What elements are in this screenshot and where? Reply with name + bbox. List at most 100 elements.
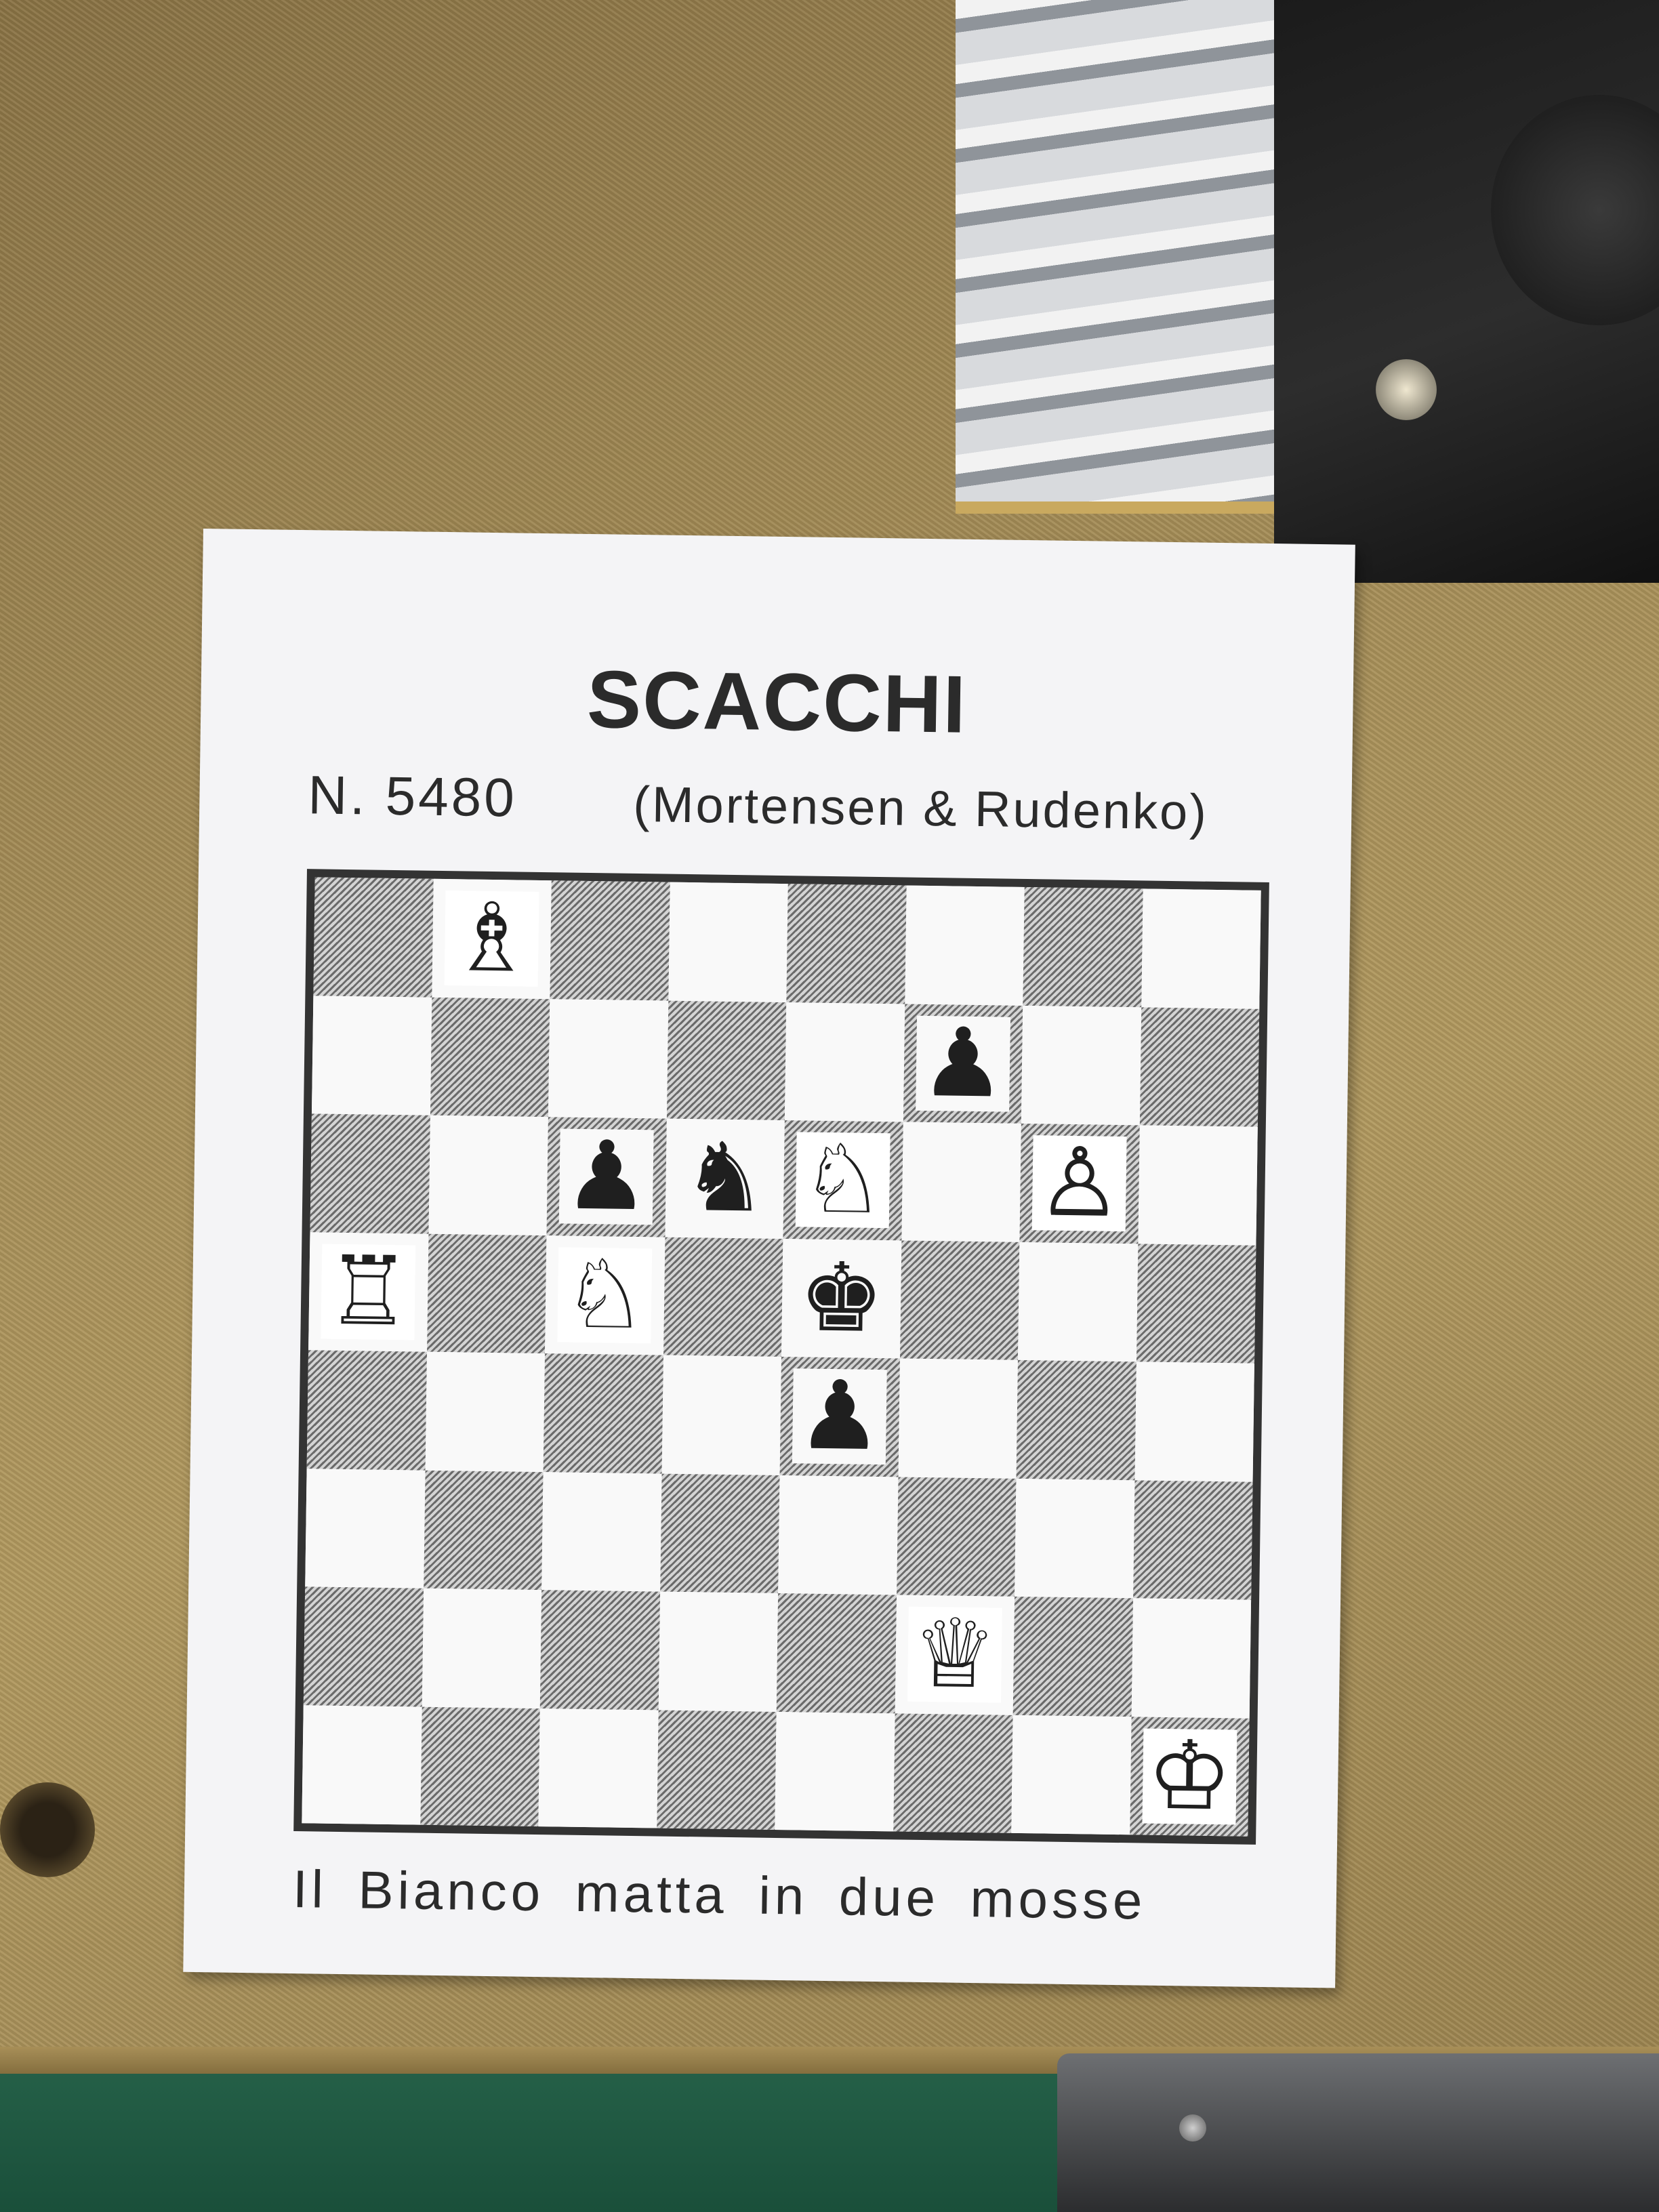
black-king-icon: ♚ bbox=[781, 1239, 901, 1359]
square-b3 bbox=[423, 1470, 544, 1591]
piece-glyph: ♘ bbox=[557, 1239, 653, 1351]
white-bishop-icon: ♗ bbox=[432, 879, 552, 999]
piece-glyph: ♕ bbox=[907, 1599, 1002, 1711]
square-f2: ♕ bbox=[895, 1595, 1015, 1715]
piece-glyph: ♔ bbox=[1142, 1720, 1237, 1832]
square-a7 bbox=[311, 995, 432, 1115]
square-f8 bbox=[904, 885, 1025, 1006]
square-h1: ♔ bbox=[1129, 1716, 1250, 1837]
problem-authors: (Mortensen & Rudenko) bbox=[632, 775, 1209, 840]
square-f6 bbox=[901, 1122, 1021, 1242]
square-g3 bbox=[1015, 1478, 1135, 1599]
black-pawn-icon: ♟ bbox=[780, 1357, 900, 1477]
screw-icon bbox=[1376, 359, 1437, 420]
piece-glyph: ♖ bbox=[321, 1235, 416, 1347]
square-e2 bbox=[776, 1593, 897, 1713]
square-h2 bbox=[1131, 1598, 1252, 1719]
square-d6: ♞ bbox=[664, 1118, 785, 1239]
square-d1 bbox=[656, 1710, 777, 1830]
square-h4 bbox=[1134, 1361, 1254, 1482]
square-g4 bbox=[1016, 1359, 1136, 1480]
square-b5 bbox=[426, 1233, 547, 1354]
square-c8 bbox=[550, 880, 670, 1001]
piece-glyph: ♙ bbox=[1032, 1128, 1127, 1239]
square-g5 bbox=[1017, 1242, 1138, 1362]
square-b2 bbox=[422, 1588, 542, 1708]
square-a4 bbox=[306, 1350, 427, 1471]
square-e4: ♟ bbox=[779, 1357, 900, 1477]
white-king-icon: ♔ bbox=[1130, 1717, 1250, 1837]
square-e7 bbox=[784, 1002, 905, 1122]
problem-caption: Il Bianco matta in due mosse bbox=[292, 1859, 1147, 1931]
metal-clamp bbox=[1057, 2053, 1659, 2212]
square-f7: ♟ bbox=[903, 1004, 1023, 1124]
white-rook-icon: ♖ bbox=[308, 1232, 428, 1352]
square-h3 bbox=[1132, 1479, 1253, 1600]
piece-glyph: ♘ bbox=[796, 1124, 890, 1235]
square-f3 bbox=[896, 1476, 1017, 1597]
square-c1 bbox=[538, 1708, 659, 1828]
chess-diagram: ♗♟♟♞♘♙♖♘♚♟♕♔ bbox=[293, 869, 1269, 1845]
square-a3 bbox=[305, 1468, 426, 1589]
square-e8 bbox=[786, 884, 907, 1004]
square-c7 bbox=[548, 998, 668, 1119]
square-d8 bbox=[668, 882, 788, 1002]
problem-number: N. 5480 bbox=[307, 764, 518, 828]
fan-hub bbox=[1491, 95, 1659, 325]
square-h6 bbox=[1137, 1125, 1258, 1246]
square-b4 bbox=[425, 1351, 546, 1472]
square-d5 bbox=[663, 1237, 783, 1357]
square-e3 bbox=[778, 1475, 899, 1595]
square-f4 bbox=[898, 1358, 1018, 1479]
black-pawn-icon: ♟ bbox=[546, 1117, 666, 1237]
square-a1 bbox=[302, 1704, 422, 1825]
square-e6: ♘ bbox=[783, 1120, 903, 1240]
square-d2 bbox=[658, 1591, 779, 1712]
square-b7 bbox=[430, 997, 550, 1118]
square-e5: ♚ bbox=[781, 1238, 901, 1359]
white-knight-icon: ♘ bbox=[783, 1120, 903, 1240]
heatsink bbox=[956, 0, 1335, 514]
square-c6: ♟ bbox=[546, 1117, 667, 1237]
square-f1 bbox=[893, 1713, 1013, 1833]
square-d3 bbox=[659, 1473, 780, 1593]
square-c2 bbox=[539, 1590, 660, 1711]
square-c5: ♘ bbox=[545, 1235, 665, 1355]
piece-glyph: ♗ bbox=[444, 882, 539, 994]
piece-glyph: ♟ bbox=[792, 1361, 887, 1472]
square-g8 bbox=[1023, 886, 1143, 1007]
chess-problem-card: SCACCHI N. 5480 (Mortensen & Rudenko) ♗ ♟… bbox=[183, 529, 1355, 1988]
card-title: SCACCHI bbox=[586, 653, 968, 750]
square-a5: ♖ bbox=[308, 1231, 429, 1352]
square-c3 bbox=[541, 1471, 662, 1592]
white-queen-icon: ♕ bbox=[895, 1595, 1015, 1715]
square-a8 bbox=[313, 877, 434, 998]
square-a6 bbox=[310, 1113, 430, 1234]
square-f5 bbox=[899, 1240, 1020, 1360]
square-h5 bbox=[1136, 1243, 1256, 1364]
square-h8 bbox=[1141, 888, 1261, 1009]
square-b6 bbox=[428, 1115, 548, 1235]
square-g7 bbox=[1021, 1005, 1141, 1126]
square-b8: ♗ bbox=[431, 878, 552, 999]
white-knight-icon: ♘ bbox=[545, 1235, 665, 1355]
square-h7 bbox=[1139, 1006, 1260, 1127]
black-pawn-icon: ♟ bbox=[903, 1004, 1023, 1124]
square-g2 bbox=[1012, 1596, 1133, 1717]
piece-glyph: ♚ bbox=[794, 1242, 889, 1354]
piece-glyph: ♟ bbox=[916, 1008, 1010, 1119]
square-e1 bbox=[775, 1711, 895, 1832]
square-b1 bbox=[419, 1706, 540, 1827]
white-pawn-icon: ♙ bbox=[1019, 1124, 1139, 1244]
screw-icon bbox=[1179, 2114, 1206, 2142]
piece-glyph: ♞ bbox=[677, 1122, 773, 1234]
square-g6: ♙ bbox=[1019, 1123, 1140, 1244]
square-d4 bbox=[661, 1355, 782, 1475]
square-g1 bbox=[1011, 1715, 1132, 1835]
square-a2 bbox=[303, 1586, 424, 1707]
square-d7 bbox=[666, 1000, 787, 1121]
black-knight-icon: ♞ bbox=[665, 1119, 785, 1239]
square-c4 bbox=[543, 1353, 663, 1474]
piece-glyph: ♟ bbox=[559, 1121, 654, 1233]
